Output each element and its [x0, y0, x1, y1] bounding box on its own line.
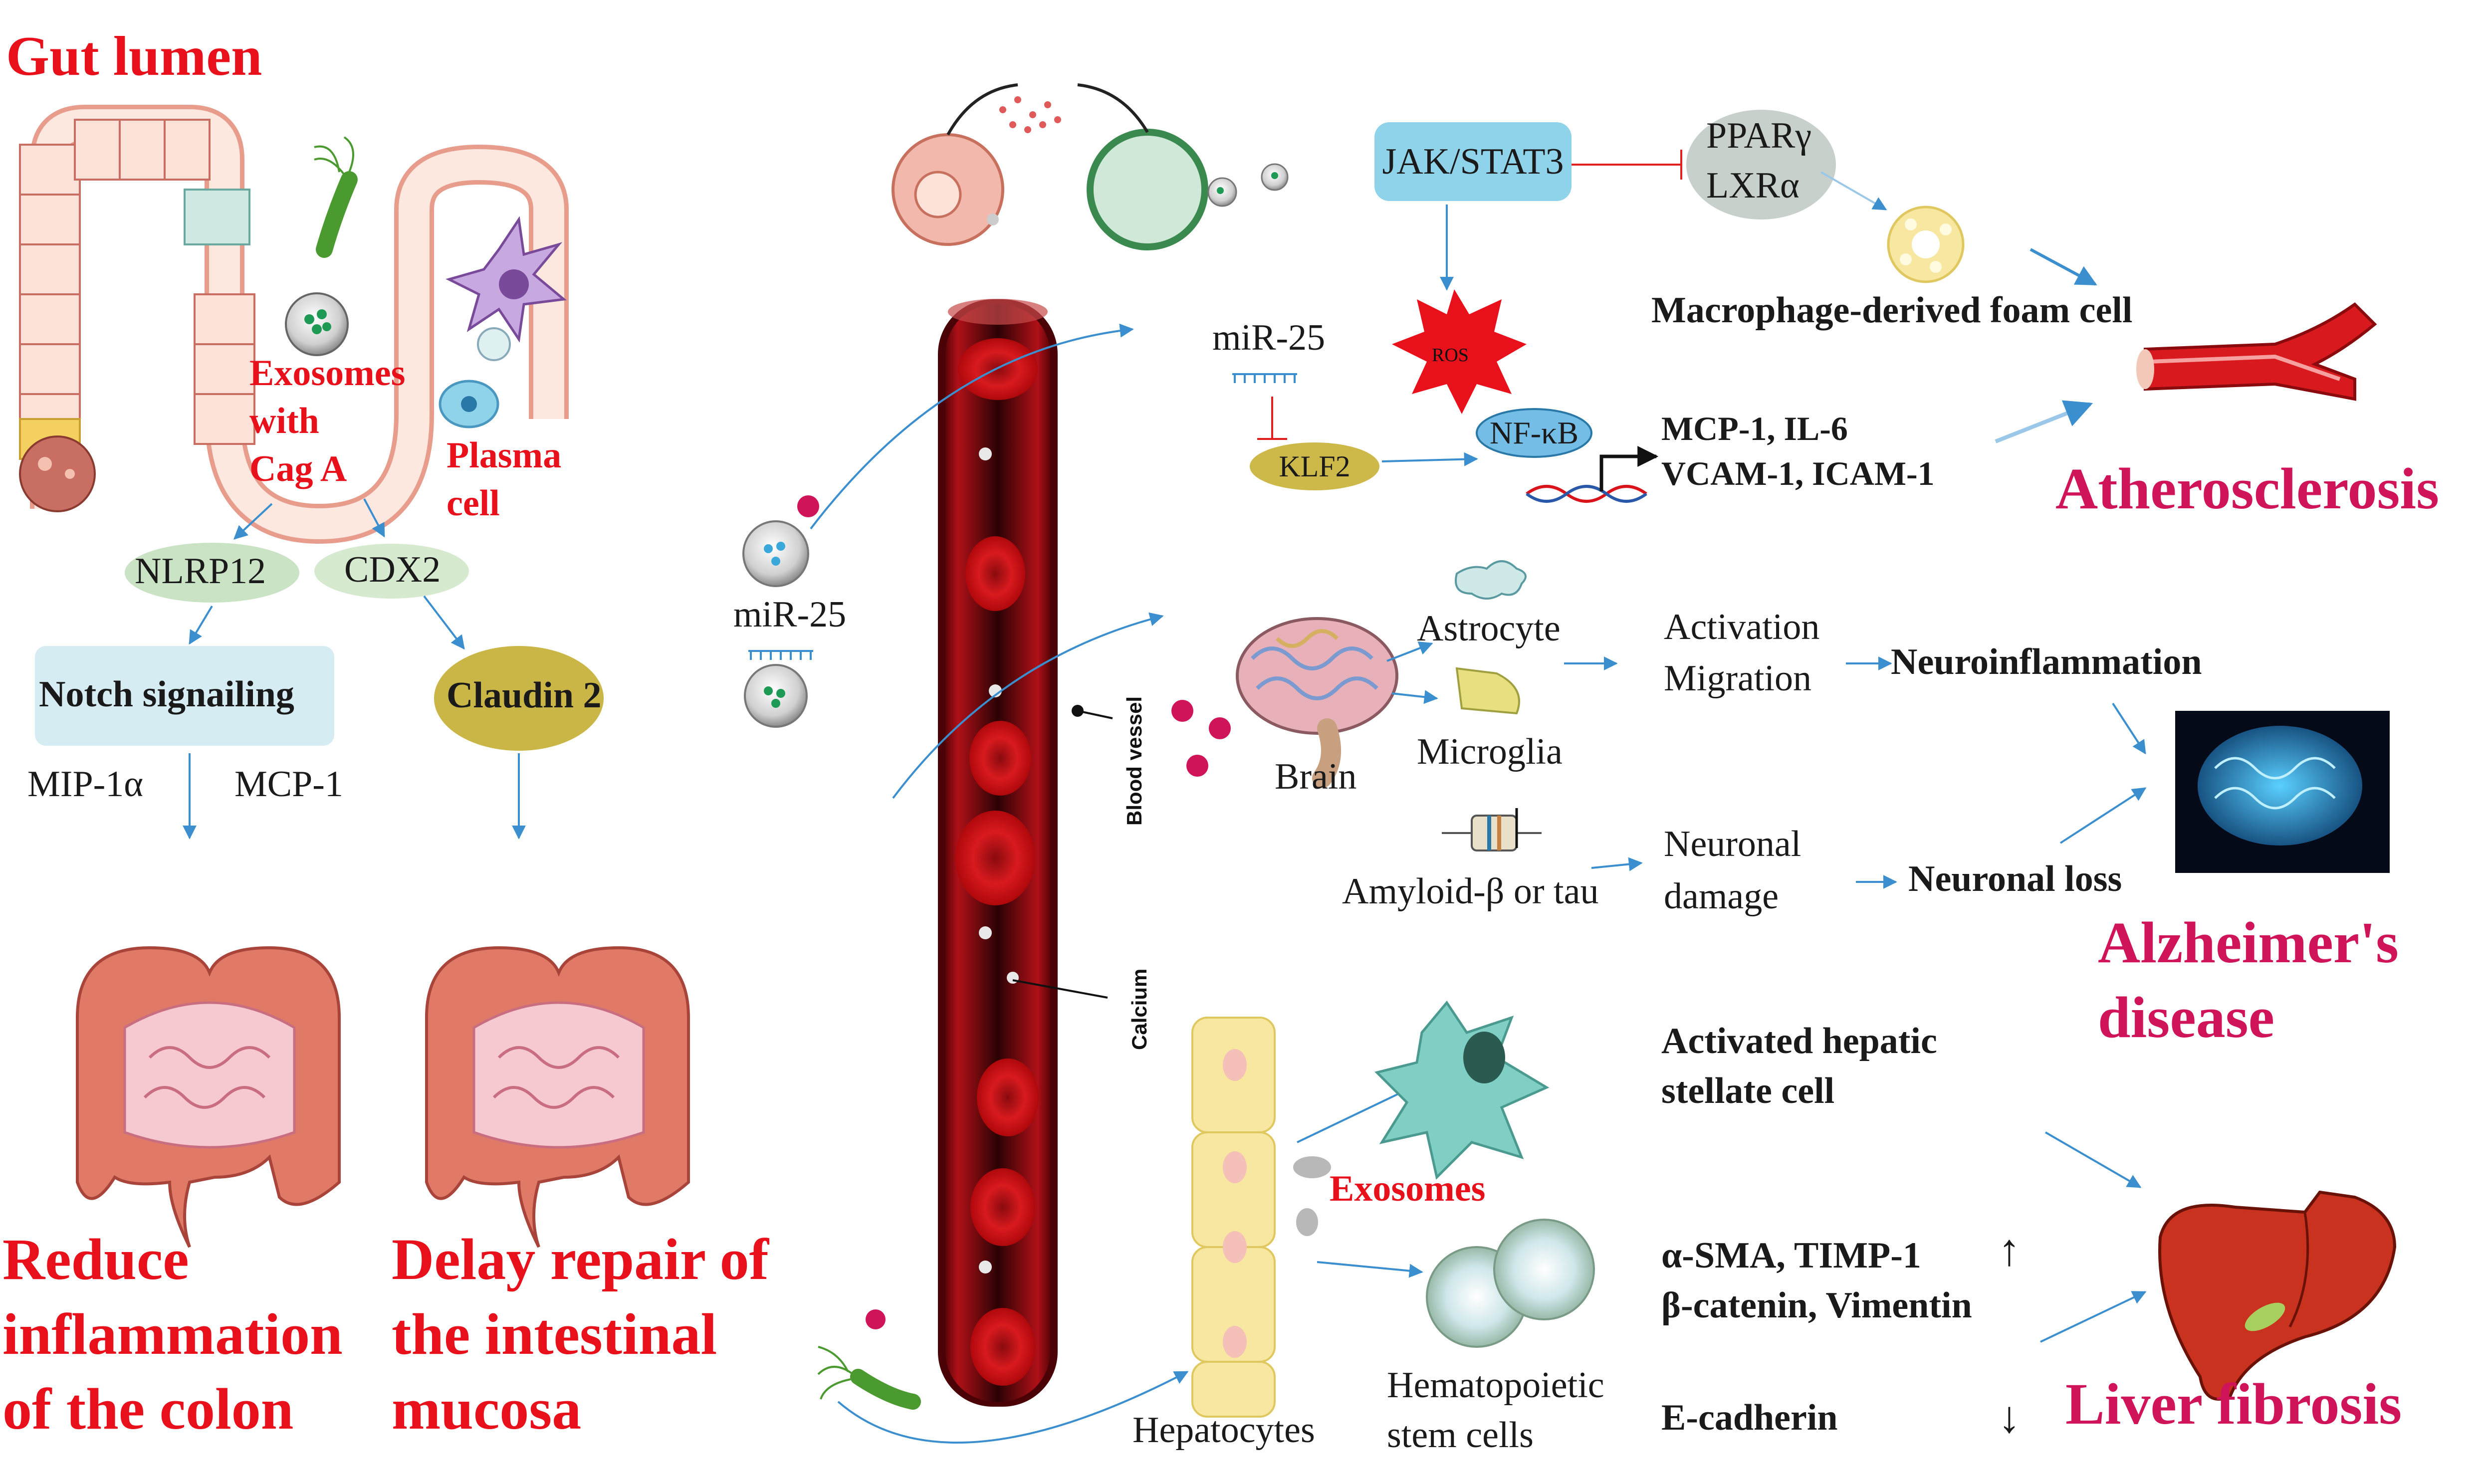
foam-cell-icon — [1887, 206, 1965, 283]
immune-cell-icon — [439, 216, 567, 428]
ecadherin-label: E-cadherin — [1661, 1397, 1838, 1438]
mir25-athero-label: miR-25 — [1212, 317, 1326, 358]
gut-exosome-icon — [285, 292, 349, 356]
colon-left-icon — [76, 946, 341, 1248]
claudin2-label: Claudin 2 — [447, 675, 602, 716]
microglia-icon — [1455, 667, 1520, 715]
nfkb-ellipse — [1476, 408, 1592, 458]
foam-cell-label: Macrophage-derived foam cell — [1651, 290, 2133, 331]
neuroinflammation-label: Neuroinflammation — [1891, 641, 2202, 682]
liver-fibrosis-label: Liver fibrosis — [2065, 1371, 2402, 1437]
neuronal-label: Neuronal — [1664, 824, 1801, 864]
brain-label: Brain — [1275, 756, 1357, 797]
mip1a-label: MIP-1α — [27, 764, 144, 805]
nlrp12-ellipse — [125, 543, 299, 603]
notch-signaling-label: Notch signailing — [39, 674, 294, 715]
ros-label: ROS — [1432, 345, 1469, 366]
hepatocytes-icon — [1191, 1017, 1276, 1418]
sma-timp-label: α-SMA, TIMP-1 — [1661, 1235, 1921, 1276]
plasma-cell-label: Plasma cell — [447, 435, 562, 524]
klf2-ellipse — [1250, 442, 1379, 490]
activated-hsc-line2: stellate cell — [1661, 1070, 1835, 1111]
up-arrow-icon: ↑ — [1998, 1226, 2021, 1275]
down-arrow-icon: ↓ — [1998, 1393, 2021, 1442]
microglia-label: Microglia — [1417, 731, 1563, 772]
hsc-line2: stem cells — [1387, 1415, 1534, 1456]
astrocyte-icon — [1455, 560, 1527, 600]
neuronal-loss-label: Neuronal loss — [1908, 858, 2122, 899]
alzheimers-label: Alzheimer's disease — [2098, 910, 2399, 1050]
hsc-line1: Hematopoietic — [1387, 1365, 1604, 1406]
damage-label: damage — [1664, 876, 1779, 917]
circulation-arrows — [810, 323, 1189, 1444]
calcium-particles — [979, 447, 1019, 1273]
ppar-gamma-label: PPARγ — [1706, 115, 1812, 156]
claudin-ellipse — [434, 646, 604, 751]
alz-arrows — [1386, 641, 2147, 889]
jak-stat3-label: JAK/STAT3 — [1382, 141, 1564, 182]
stellate-cell-icon — [1374, 1000, 1550, 1180]
activated-hsc-line1: Activated hepatic — [1661, 1021, 1937, 1061]
colon-right-icon — [425, 946, 690, 1248]
ppar-ellipse — [1686, 110, 1836, 219]
nlrp12-label: NLRP12 — [135, 551, 266, 592]
cdx2-ellipse — [314, 544, 469, 599]
brain-scan-icon — [2175, 711, 2390, 873]
klf2-label: KLF2 — [1279, 449, 1350, 483]
bacterium-icon — [314, 136, 358, 258]
mir25-circulation-label: miR-25 — [733, 594, 847, 635]
circulating-exosomes — [742, 495, 819, 728]
intestinal-villi — [19, 105, 569, 544]
secreting-cells-icon — [892, 83, 1289, 250]
cytokines-line2: VCAM-1, ICAM-1 — [1661, 454, 1935, 492]
activation-label: Activation — [1664, 607, 1820, 647]
hepatocytes-label: Hepatocytes — [1132, 1410, 1315, 1451]
artery-icon — [2136, 302, 2377, 401]
brain-illustration-icon — [1171, 617, 1398, 788]
cytokines-line1: MCP-1, IL-6 — [1661, 410, 1848, 447]
mirna-icon — [1232, 373, 1297, 383]
astrocyte-label: Astrocyte — [1417, 608, 1561, 649]
mcp1-label: MCP-1 — [234, 764, 343, 805]
dna-icon — [1526, 446, 1659, 503]
red-blood-cells — [955, 338, 1039, 1386]
amyloid-tau-label: Amyloid-β or tau — [1342, 871, 1599, 912]
exosomes-cag-label: Exosomes with Cag A — [249, 353, 406, 489]
leader-lines — [1012, 705, 1113, 999]
outcome-reduce-inflammation: Reduce inflammation of the colon — [2, 1227, 343, 1442]
outcome-delay-repair: Delay repair of the intestinal mucosa — [392, 1227, 769, 1442]
liver-exosomes-label: Exosomes — [1330, 1168, 1486, 1209]
cdx2-label: CDX2 — [344, 549, 441, 590]
blood-vessel-label: Blood vessel — [1123, 696, 1146, 826]
liver-arrows — [1297, 1086, 2147, 1343]
ros-burst-icon — [1392, 289, 1527, 414]
gut-lumen-title: Gut lumen — [6, 25, 262, 87]
nfkb-label: NF-κB — [1489, 415, 1579, 450]
migration-label: Migration — [1664, 658, 1811, 699]
bacterium-bottom-icon — [817, 1309, 921, 1410]
catenin-vimentin-label: β-catenin, Vimentin — [1661, 1285, 1972, 1326]
hsc-icon — [1426, 1219, 1595, 1348]
gut-arrows — [183, 498, 526, 840]
jak-stat3-box — [1374, 122, 1572, 201]
notch-box — [35, 646, 334, 746]
lxr-alpha-label: LXRα — [1706, 165, 1800, 206]
liver-icon — [2158, 1190, 2397, 1401]
amyloid-tau-icon — [1442, 808, 1542, 851]
atherosclerosis-label: Atherosclerosis — [2055, 456, 2440, 521]
calcium-label: Calcium — [1127, 968, 1151, 1050]
